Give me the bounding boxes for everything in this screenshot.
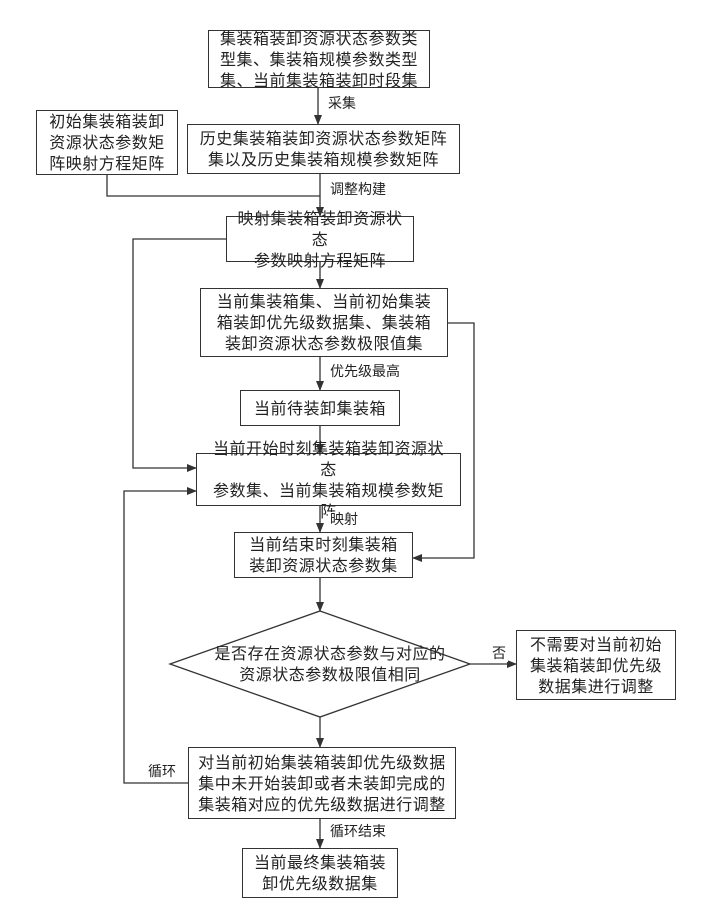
initial-matrix-line-2: 资源状态参数矩: [49, 132, 165, 153]
to-load-box: 当前待装卸集装箱: [240, 390, 400, 426]
start-sets-line-1: 当前开始时刻集装箱装卸资源状态: [205, 438, 452, 480]
final-line-1: 当前最终集装箱装: [254, 852, 386, 873]
decision-line-2: 资源状态参数极限值相同: [200, 664, 460, 685]
collect-sets-line-3: 集、当前集装箱装卸时段集: [220, 70, 418, 91]
mapping-matrix-line-1: 映射集装箱装卸资源状态: [235, 208, 405, 250]
adjust-line-2: 集中未开始装卸或者未装卸完成的: [198, 773, 446, 794]
label-collect: 采集: [326, 96, 358, 112]
decision-text: 是否存在资源状态参数与对应的 资源状态参数极限值相同: [200, 643, 460, 685]
to-load-line-1: 当前待装卸集装箱: [254, 398, 386, 419]
initial-matrix-line-3: 阵映射方程矩阵: [49, 153, 165, 174]
history-matrix-line-2: 集以及历史集装箱规模参数矩阵: [200, 149, 448, 170]
collect-sets-box: 集装箱装卸资源状态参数类 型集、集装箱规模参数类型 集、当前集装箱装卸时段集: [208, 30, 430, 88]
adjust-box: 对当前初始集装箱装卸优先级数据 集中未开始装卸或者未装卸完成的 集装箱对应的优先…: [188, 747, 456, 819]
current-sets-line-2: 箱装卸优先级数据集、集装箱: [217, 312, 432, 333]
final-line-2: 卸优先级数据集: [254, 873, 386, 894]
history-matrix-line-1: 历史集装箱装卸资源状态参数矩阵: [200, 128, 448, 149]
current-sets-box: 当前集装箱集、当前初始集装 箱装卸优先级数据集、集装箱 装卸资源状态参数极限值集: [200, 288, 448, 357]
label-adjust-build: 调整构建: [328, 182, 388, 198]
label-map: 映射: [328, 512, 360, 528]
no-adjust-box: 不需要对当前初始 集装箱装卸优先级 数据集进行调整: [516, 630, 676, 700]
label-no: 否: [490, 646, 508, 662]
start-sets-box: 当前开始时刻集装箱装卸资源状态 参数集、当前集装箱规模参数矩阵: [196, 453, 461, 506]
current-sets-line-3: 装卸资源状态参数极限值集: [217, 333, 432, 354]
no-adjust-line-2: 集装箱装卸优先级: [530, 655, 662, 676]
mapping-matrix-box: 映射集装箱装卸资源状态 参数映射方程矩阵: [226, 216, 414, 262]
end-sets-line-1: 当前结束时刻集装箱: [249, 534, 398, 555]
mapping-matrix-line-2: 参数映射方程矩阵: [235, 250, 405, 271]
current-sets-line-1: 当前集装箱集、当前初始集装: [217, 291, 432, 312]
end-sets-box: 当前结束时刻集装箱 装卸资源状态参数集: [234, 532, 413, 578]
no-adjust-line-3: 数据集进行调整: [530, 676, 662, 697]
label-loop-end: 循环结束: [328, 824, 388, 840]
initial-matrix-line-1: 初始集装箱装卸: [49, 111, 165, 132]
decision-line-1: 是否存在资源状态参数与对应的: [200, 643, 460, 664]
label-loop: 循环: [146, 764, 178, 780]
no-adjust-line-1: 不需要对当前初始: [530, 634, 662, 655]
initial-matrix-box: 初始集装箱装卸 资源状态参数矩 阵映射方程矩阵: [36, 110, 178, 175]
adjust-line-3: 集装箱对应的优先级数据进行调整: [198, 794, 446, 815]
label-priority-highest: 优先级最高: [328, 364, 402, 380]
final-box: 当前最终集装箱装 卸优先级数据集: [242, 848, 398, 898]
collect-sets-line-1: 集装箱装卸资源状态参数类: [220, 28, 418, 49]
end-sets-line-2: 装卸资源状态参数集: [249, 555, 398, 576]
collect-sets-line-2: 型集、集装箱规模参数类型: [220, 49, 418, 70]
adjust-line-1: 对当前初始集装箱装卸优先级数据: [198, 752, 446, 773]
history-matrix-box: 历史集装箱装卸资源状态参数矩阵 集以及历史集装箱规模参数矩阵: [187, 124, 460, 174]
